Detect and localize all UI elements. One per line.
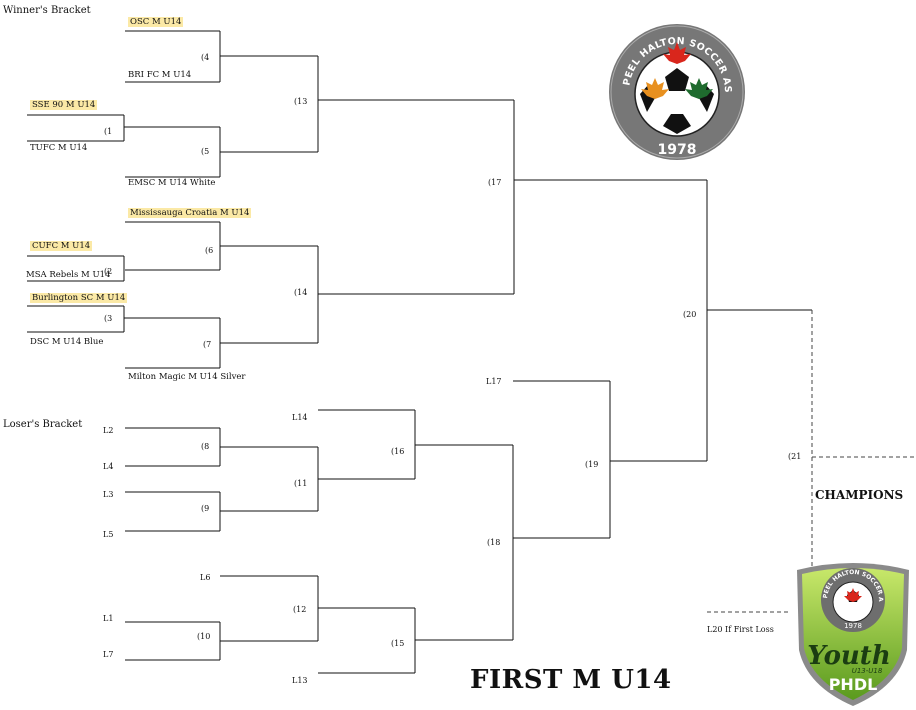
team-slot: OSC M U14 xyxy=(128,17,184,27)
champions-label: CHAMPIONS xyxy=(815,488,904,502)
team-slot: SSE 90 M U14 xyxy=(30,100,98,110)
team-slot: TUFC M U14 xyxy=(30,143,88,153)
game-number: (7 xyxy=(203,340,212,349)
team-slot: Burlington SC M U14 xyxy=(30,293,128,303)
game-number: (12 xyxy=(293,605,307,614)
game-number: (16 xyxy=(391,447,405,456)
losers-bracket-heading: Loser's Bracket xyxy=(3,419,83,430)
maple-leaf-icon xyxy=(844,588,862,602)
game-number: (2 xyxy=(104,267,113,276)
game-number: (21 xyxy=(788,452,802,461)
game-number: (5 xyxy=(201,147,210,156)
bracket-title: FIRST M U14 xyxy=(470,665,672,695)
game-number: (20 xyxy=(683,310,697,319)
team-slot: CUFC M U14 xyxy=(30,241,93,251)
loser-slot: L5 xyxy=(103,530,114,539)
game-number: (1 xyxy=(104,127,113,136)
phdl-youth-logo: PEEL HALTON SOCCER ASSOCIATION 1978 Yout… xyxy=(791,560,909,706)
team-slot: EMSC M U14 White xyxy=(128,178,216,188)
game-number: (14 xyxy=(294,288,308,297)
loser-slot: L1 xyxy=(103,614,114,623)
logo-year: 1978 xyxy=(658,142,697,158)
team-slot: MSA Rebels M U14 xyxy=(26,270,111,280)
loser-slot: L13 xyxy=(292,676,308,685)
logo-mark: PHDL xyxy=(829,675,878,694)
maple-leaf-icon xyxy=(663,42,691,64)
maple-leaf-icon xyxy=(641,78,669,99)
game-number: (17 xyxy=(488,178,502,187)
game-number: (18 xyxy=(487,538,501,547)
winners-bracket-heading: Winner's Bracket xyxy=(3,5,91,16)
logo-script: Youth xyxy=(807,641,890,671)
team-slot: DSC M U14 Blue xyxy=(30,337,104,347)
game-number: (19 xyxy=(585,460,599,469)
game-number: (4 xyxy=(201,53,210,62)
l20-note: L20 If First Loss xyxy=(707,625,774,634)
game-number: (13 xyxy=(294,97,308,106)
game-number: (3 xyxy=(104,314,113,323)
game-number: (8 xyxy=(201,442,210,451)
maple-leaf-icon xyxy=(685,78,713,99)
loser-slot: L4 xyxy=(103,462,114,471)
game-number: (6 xyxy=(205,246,214,255)
loser-slot: L7 xyxy=(103,650,114,659)
loser-slot: L14 xyxy=(292,413,308,422)
game-number: (10 xyxy=(197,632,211,641)
game-number: (11 xyxy=(294,479,308,488)
game-number: (9 xyxy=(201,504,210,513)
phsa-logo: PEEL HALTON SOCCER ASSOCIATION 1978 xyxy=(607,22,745,160)
logo-sub: U13-U18 xyxy=(852,667,883,675)
loser-slot: L2 xyxy=(103,426,114,435)
team-slot: BRI FC M U14 xyxy=(128,70,192,80)
loser-slot: L17 xyxy=(486,377,502,386)
team-slot: Milton Magic M U14 Silver xyxy=(128,372,246,382)
team-slot: Mississauga Croatia M U14 xyxy=(128,208,252,218)
logo-year: 1978 xyxy=(844,622,862,630)
game-number: (15 xyxy=(391,639,405,648)
loser-slot: L3 xyxy=(103,490,114,499)
loser-slot: L6 xyxy=(200,573,211,582)
